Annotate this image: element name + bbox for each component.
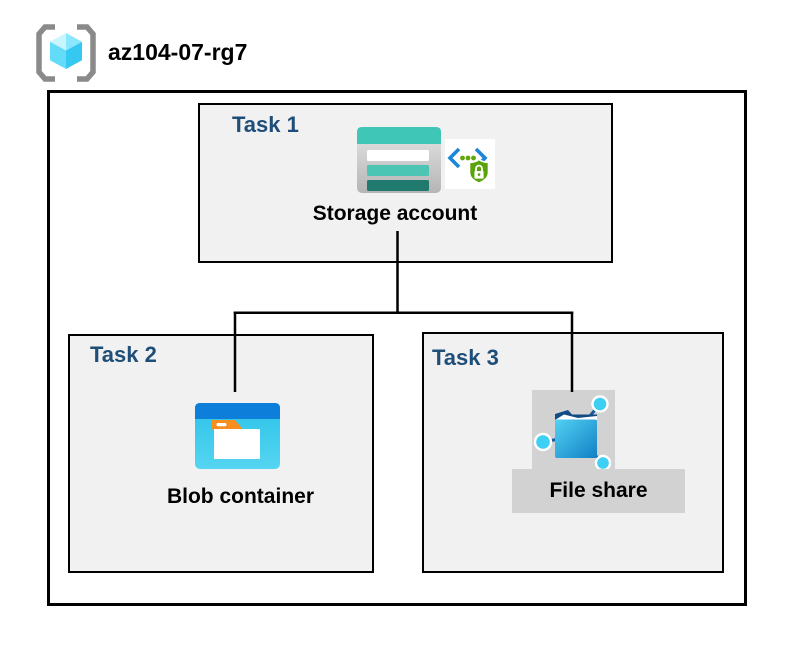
blob-container-icon xyxy=(195,403,280,469)
storage-account-icon xyxy=(357,127,441,193)
task-3-box: Task 3 File shar xyxy=(422,332,724,573)
task-2-box: Task 2 Blob container xyxy=(68,334,374,573)
task-2-label: Task 2 xyxy=(90,342,157,367)
storage-account-caption: Storage account xyxy=(312,202,478,225)
file-share-icon xyxy=(533,395,612,472)
file-share-caption: File share xyxy=(549,479,648,502)
task-1-box: Task 1 Storage xyxy=(198,103,613,263)
file-share-icon-highlight xyxy=(532,390,615,472)
resource-group-title: az104-07-rg7 xyxy=(108,39,248,65)
file-share-caption-highlight: File share xyxy=(512,469,685,513)
blob-container-caption: Blob container xyxy=(166,485,314,508)
secure-endpoint-icon xyxy=(445,139,495,189)
task-1-label: Task 1 xyxy=(232,112,299,137)
task-3-label: Task 3 xyxy=(432,345,499,370)
resource-group-icon xyxy=(36,24,96,82)
